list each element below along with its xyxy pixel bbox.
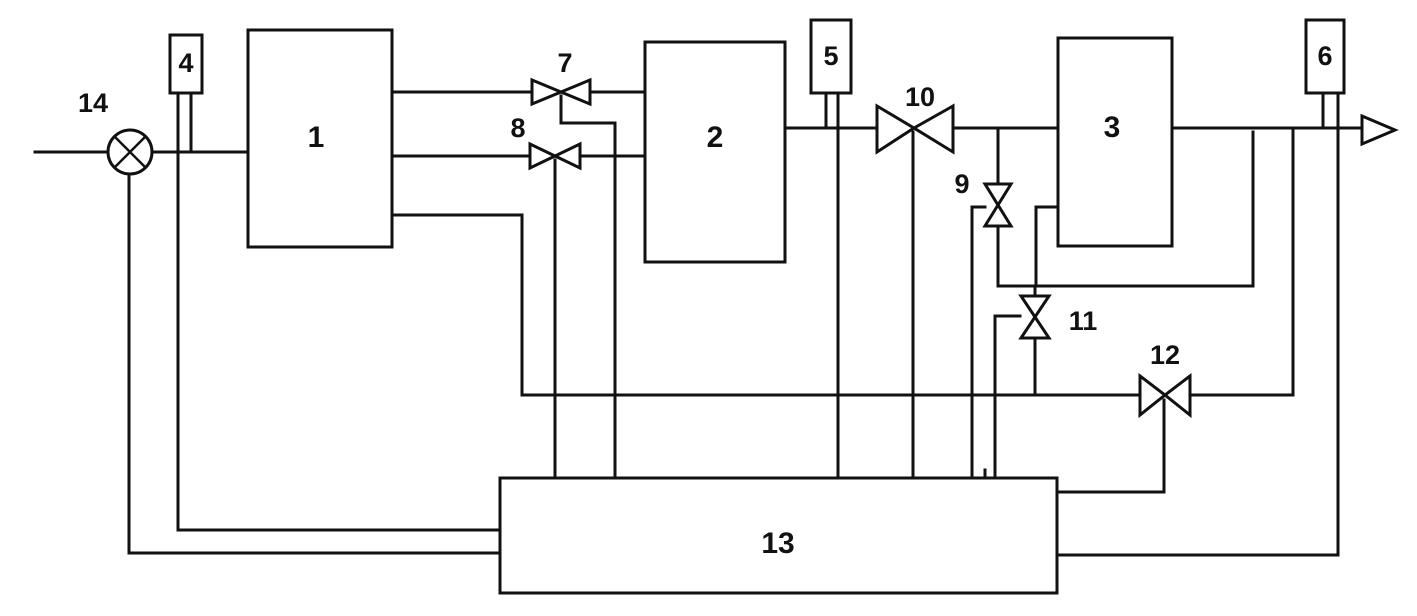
mixer-14: 14 (78, 88, 154, 176)
main-process-lines (33, 90, 1399, 397)
sensor-6-label: 6 (1317, 41, 1332, 71)
sensor-4-label: 4 (178, 48, 193, 78)
block-2: 2 (643, 40, 787, 264)
sensor-6: 6 (1304, 18, 1346, 95)
sensor-5: 5 (809, 18, 853, 95)
control-lines (127, 91, 1340, 557)
valve-9-label: 9 (954, 169, 969, 199)
valve-8-icon (528, 141, 559, 171)
valve-12-label: 12 (1150, 340, 1180, 370)
block-13-controller: 13 (498, 476, 1059, 595)
valve-11-label: 11 (1069, 306, 1098, 336)
valve-10-label: 10 (905, 82, 935, 112)
block-3: 3 (1056, 36, 1174, 248)
valve-11: 11 (1018, 294, 1098, 340)
valve-7-label: 7 (557, 48, 572, 78)
valve-8-label: 8 (510, 113, 525, 143)
block-2-label: 2 (707, 121, 724, 154)
valve-7-icon (530, 77, 565, 107)
valve-9: 9 (954, 169, 1014, 228)
sensor-5-label: 5 (823, 41, 838, 71)
block-1: 1 (246, 28, 394, 249)
valve-12-icon (1138, 372, 1168, 419)
valve-7: 7 (530, 48, 592, 107)
valve-12: 12 (1138, 340, 1192, 419)
valve-11-icon (1018, 294, 1052, 320)
valve-10-icon (875, 103, 917, 155)
sensor-4: 4 (168, 33, 204, 95)
valve-10: 10 (875, 82, 955, 155)
outlet-arrow-icon (1360, 113, 1399, 147)
block-1-label: 1 (308, 121, 325, 154)
block-3-label: 3 (1104, 111, 1121, 144)
valve-8: 8 (510, 113, 582, 171)
valve-9-icon (982, 182, 1014, 208)
mixer-14-label: 14 (78, 88, 108, 118)
block-13-label: 13 (761, 527, 794, 560)
